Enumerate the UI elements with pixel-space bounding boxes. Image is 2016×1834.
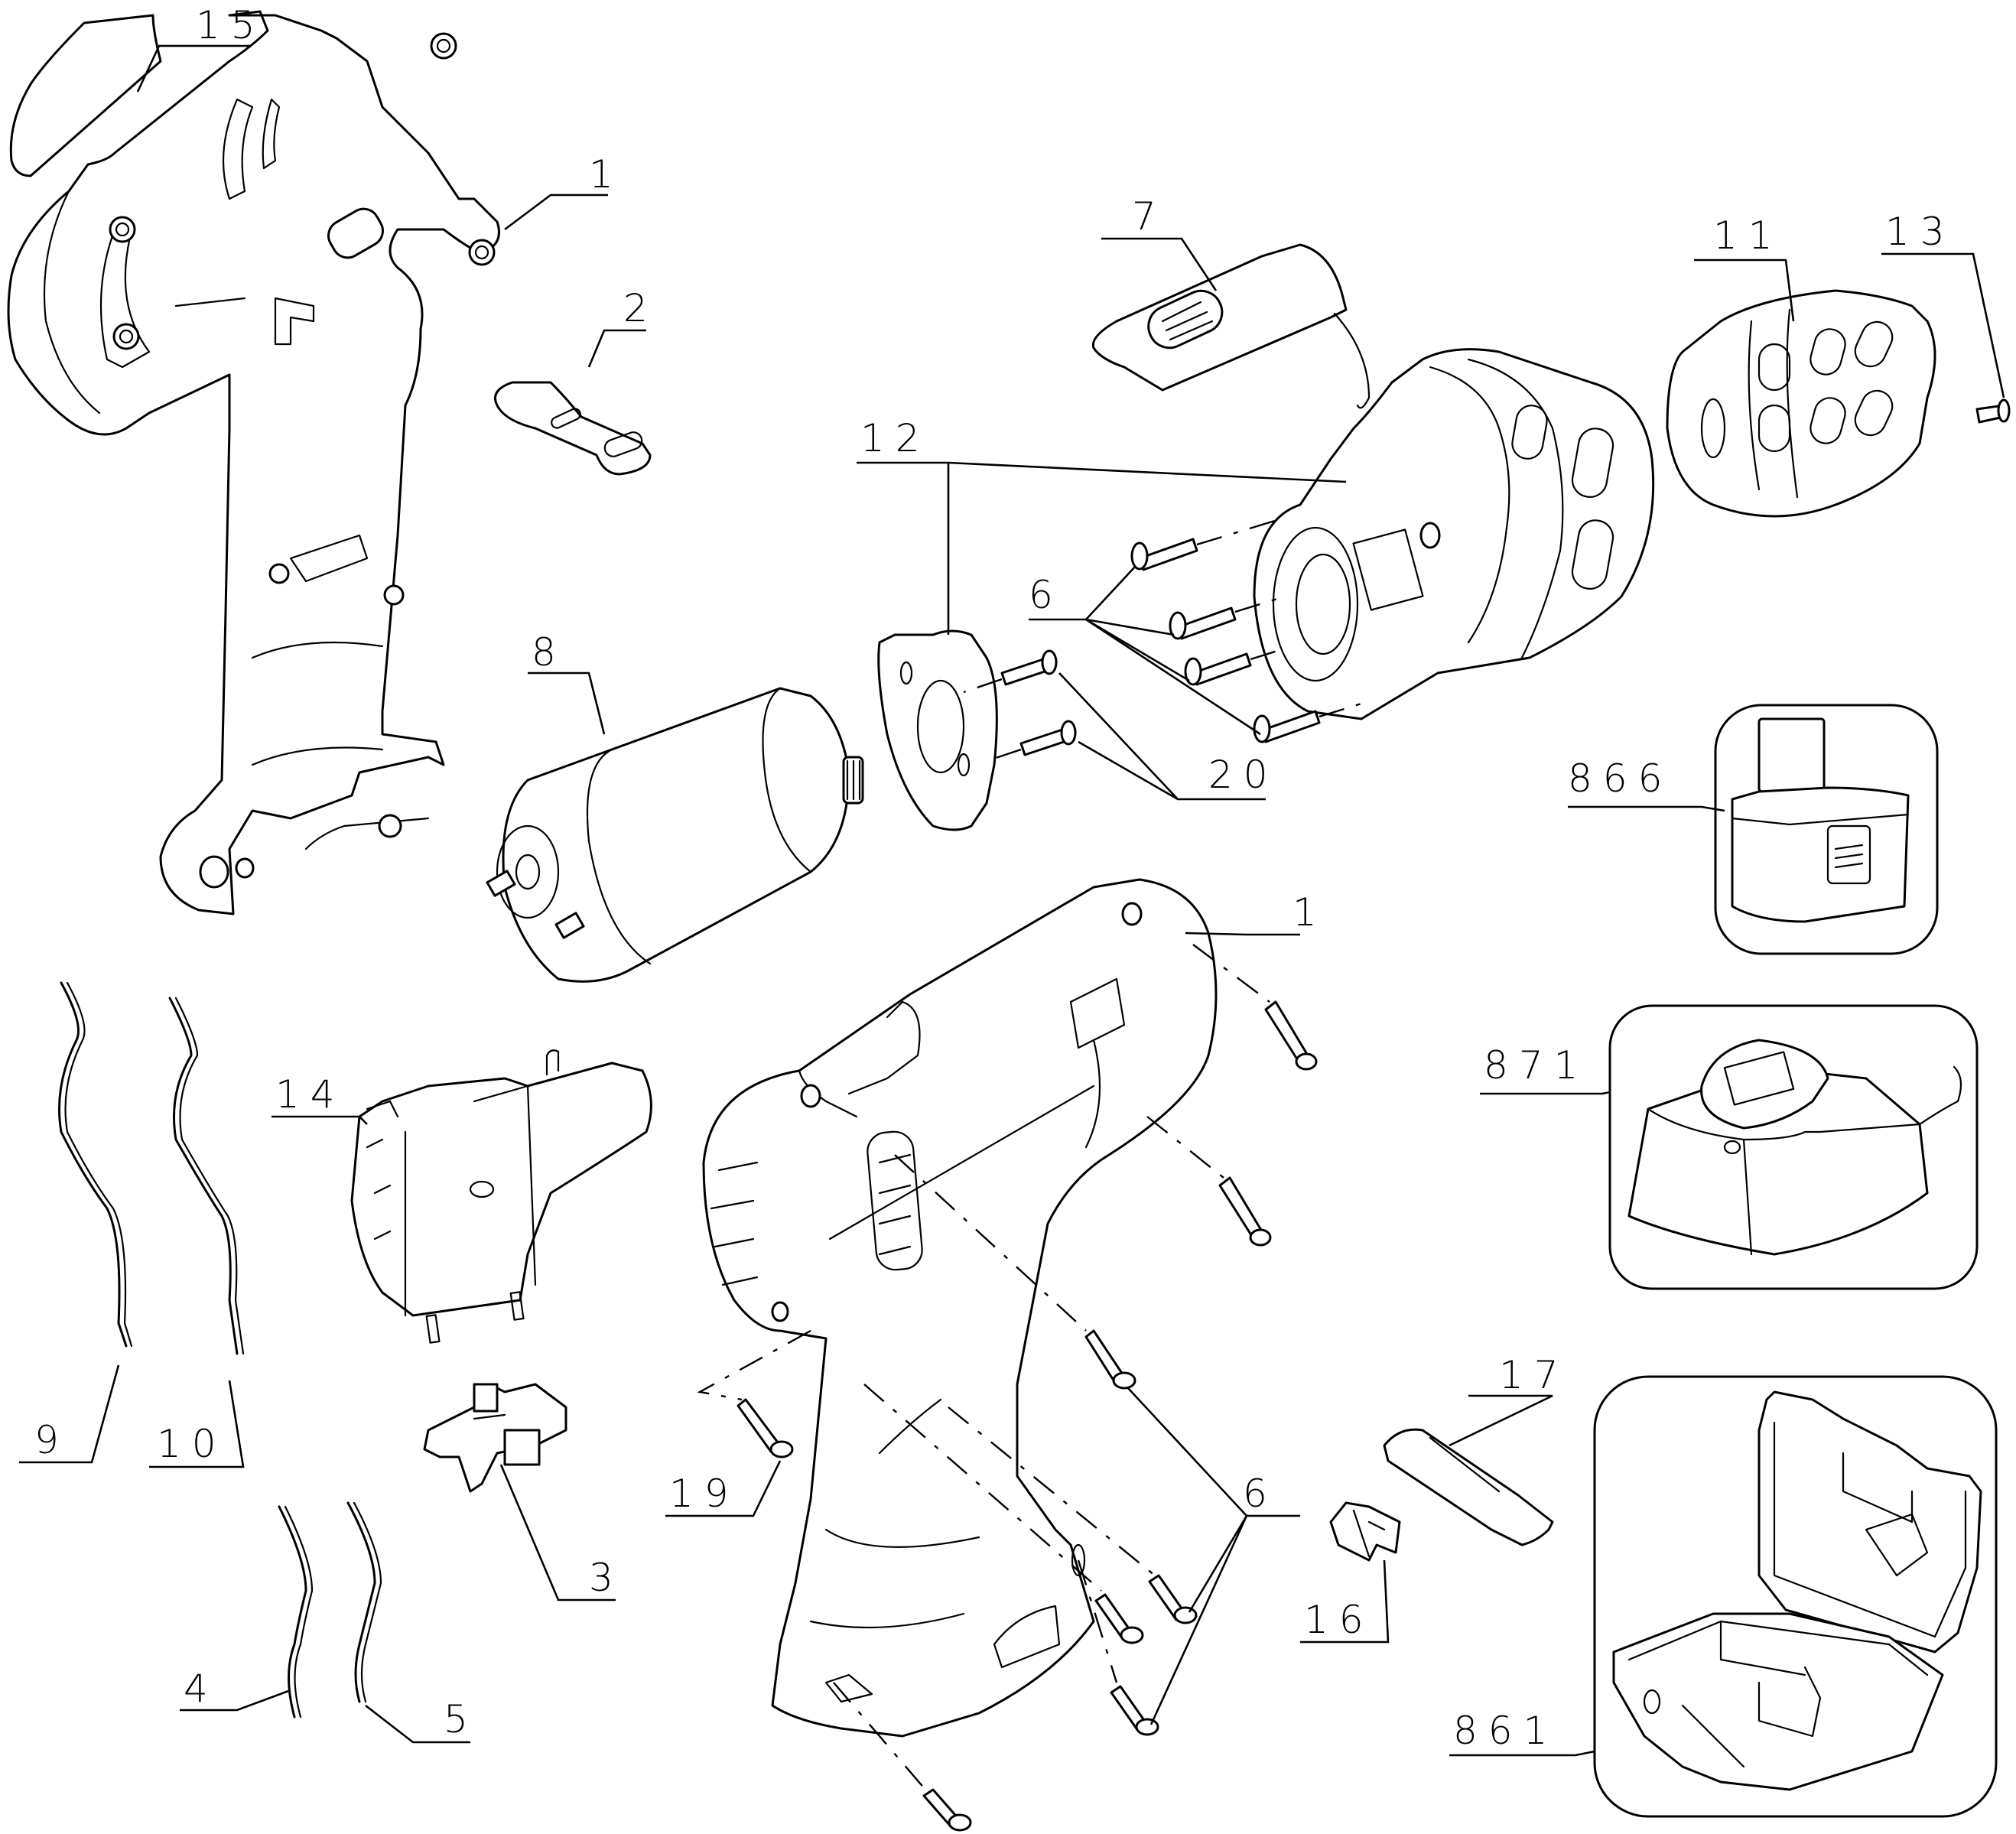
screws-6-upper[interactable] (1130, 519, 1362, 743)
screw[interactable] (1000, 649, 1058, 686)
callout-8: 8 (528, 630, 606, 735)
part-4-wire[interactable] (278, 1505, 314, 1719)
callout-9: 9 (19, 1364, 120, 1464)
screw[interactable] (1110, 1685, 1159, 1736)
callout-11: 11 (1694, 213, 1795, 322)
screw[interactable] (1218, 1176, 1272, 1247)
callout-6-upper: 6 (1029, 565, 1261, 736)
callout-17: 17 (1449, 1353, 1569, 1447)
part-866-battery-pack[interactable] (1714, 704, 1939, 955)
part-9-wire[interactable] (58, 981, 133, 1348)
callout-871: 871 (1480, 1043, 1611, 1095)
callout-3: 3 (499, 1464, 624, 1601)
part-1-housing-left[interactable] (7, 10, 500, 915)
part-861-carrying-case[interactable] (1593, 1375, 1998, 1818)
callout-861: 861 (1449, 1709, 1595, 1757)
callout-15-text: 15 (196, 3, 266, 47)
part-871-charger[interactable] (1608, 1004, 1979, 1290)
callout-19: 19 (665, 1460, 782, 1517)
screws-20[interactable] (963, 649, 1077, 763)
part-12-gearbox[interactable] (1253, 348, 1655, 720)
callout-1-mid: 1 (1185, 890, 1328, 936)
part-2-direction-switch[interactable] (494, 381, 652, 476)
callout-3-text: 3 (589, 1556, 624, 1600)
callout-871-text: 871 (1484, 1043, 1588, 1088)
screws-6-lower[interactable] (833, 1154, 1198, 1832)
callout-6-lower: 6 (1127, 1387, 1300, 1725)
callout-866-text: 866 (1568, 756, 1673, 801)
part-1-housing-right[interactable] (702, 878, 1218, 1738)
callout-8-text: 8 (532, 630, 567, 675)
callout-4: 4 (180, 1667, 291, 1712)
callout-1-top-text: 1 (589, 152, 624, 197)
callout-14-text: 14 (275, 1072, 346, 1117)
callout-9-text: 9 (34, 1418, 70, 1462)
screws-housing-right[interactable] (1146, 944, 1318, 1247)
callout-6-upper-text: 6 (1029, 573, 1064, 617)
callout-16-text: 16 (1304, 1598, 1374, 1642)
screw[interactable] (1084, 1329, 1136, 1390)
part-11-keyless-chuck[interactable] (1666, 289, 1936, 518)
callout-20-text: 20 (1208, 753, 1279, 797)
callout-10-text: 10 (157, 1422, 227, 1466)
callout-1-top: 1 (504, 152, 624, 231)
screw-19[interactable] (697, 1329, 811, 1458)
screw[interactable] (1253, 710, 1321, 743)
callout-4-text: 4 (184, 1667, 219, 1711)
callout-2-text: 2 (623, 286, 658, 330)
screw[interactable] (1169, 606, 1237, 640)
callout-1-mid-text: 1 (1293, 890, 1328, 935)
callout-12: 12 (857, 416, 1347, 635)
part-12-mounting-plate[interactable] (877, 629, 998, 831)
part-17-screwdriver-bit[interactable] (1383, 1428, 1554, 1546)
callout-2: 2 (587, 286, 658, 368)
part-3-switch-bracket[interactable] (423, 1383, 567, 1493)
callout-7: 7 (1101, 194, 1218, 291)
callout-13: 13 (1881, 210, 2005, 398)
part-13-chuck-screw[interactable] (1975, 398, 2011, 424)
screw[interactable] (1130, 538, 1198, 571)
callout-5: 5 (365, 1697, 479, 1744)
screw[interactable] (1148, 1574, 1198, 1624)
part-14-trigger-switch[interactable] (350, 1049, 652, 1344)
callout-13-text: 13 (1885, 210, 1956, 254)
part-5-wire[interactable] (346, 1501, 382, 1703)
callout-5-text: 5 (444, 1697, 479, 1741)
callout-15: 15 (136, 3, 266, 93)
callout-6-lower-text: 6 (1243, 1471, 1278, 1516)
callout-11-text: 11 (1713, 213, 1784, 258)
screw[interactable] (1184, 652, 1252, 686)
part-15-label-plate[interactable] (9, 14, 162, 177)
callout-861-text: 861 (1453, 1709, 1558, 1753)
callout-10: 10 (149, 1380, 245, 1468)
part-10-wire[interactable] (168, 997, 245, 1355)
screw[interactable] (1094, 1593, 1144, 1644)
screw[interactable] (922, 1788, 972, 1832)
screw[interactable] (1019, 720, 1077, 756)
callout-7-text: 7 (1132, 194, 1167, 239)
callout-20: 20 (1058, 672, 1279, 801)
callout-19-text: 19 (669, 1471, 740, 1516)
callout-17-text: 17 (1499, 1353, 1569, 1397)
part-7-bit-clip[interactable] (1091, 243, 1371, 409)
callout-14: 14 (272, 1072, 368, 1125)
callout-866: 866 (1568, 756, 1725, 812)
callout-12-text: 12 (860, 416, 931, 460)
screw[interactable] (1264, 1000, 1318, 1071)
part-8-motor[interactable] (486, 687, 864, 983)
callout-16: 16 (1300, 1559, 1390, 1644)
part-16-terminal-clip[interactable] (1329, 1501, 1401, 1562)
